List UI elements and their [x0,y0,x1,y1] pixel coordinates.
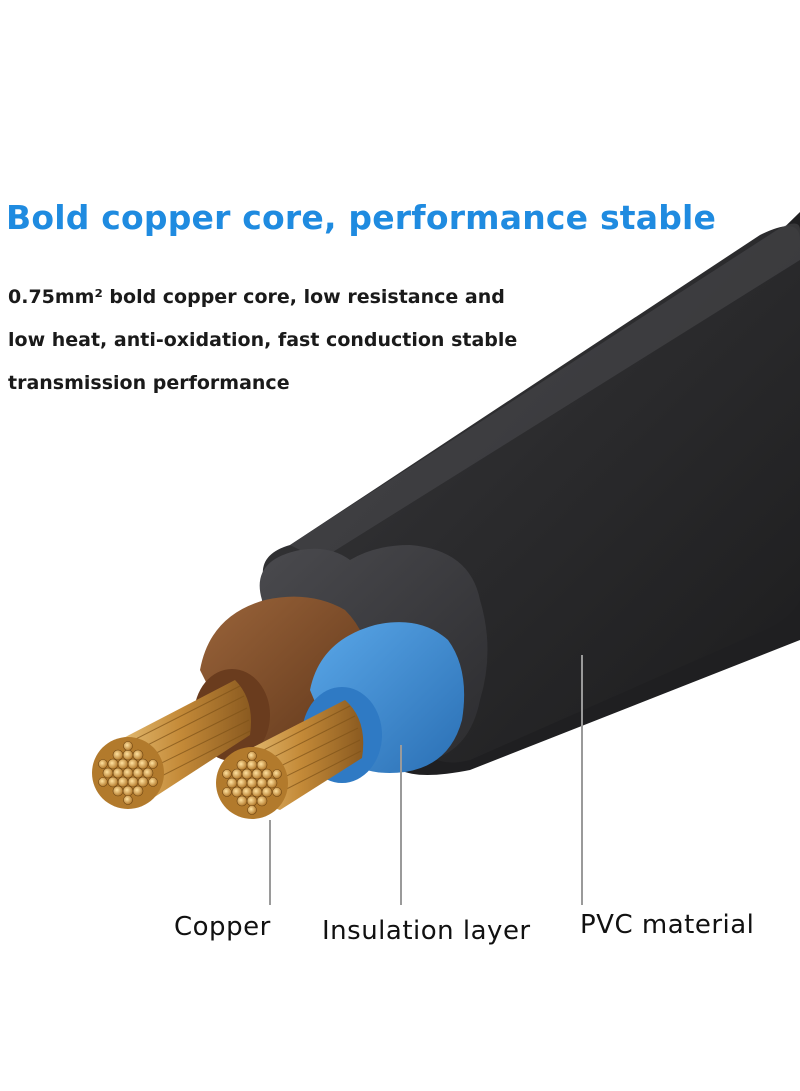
insulation-layer-label: Insulation layer [322,916,531,946]
headline: Bold copper core, performance stable [6,198,717,237]
pvc-material-label: PVC material [580,910,755,940]
copper-label: Copper [174,912,271,942]
copper-strands-right [216,700,364,819]
description: 0.75mm² bold copper core, low resistance… [8,276,568,405]
description-line: transmission performance [8,372,290,394]
description-line: low heat, anti-oxidation, fast conductio… [8,329,518,351]
copper-strands-left [92,680,251,809]
description-line: 0.75mm² bold copper core, low resistance… [8,286,505,308]
